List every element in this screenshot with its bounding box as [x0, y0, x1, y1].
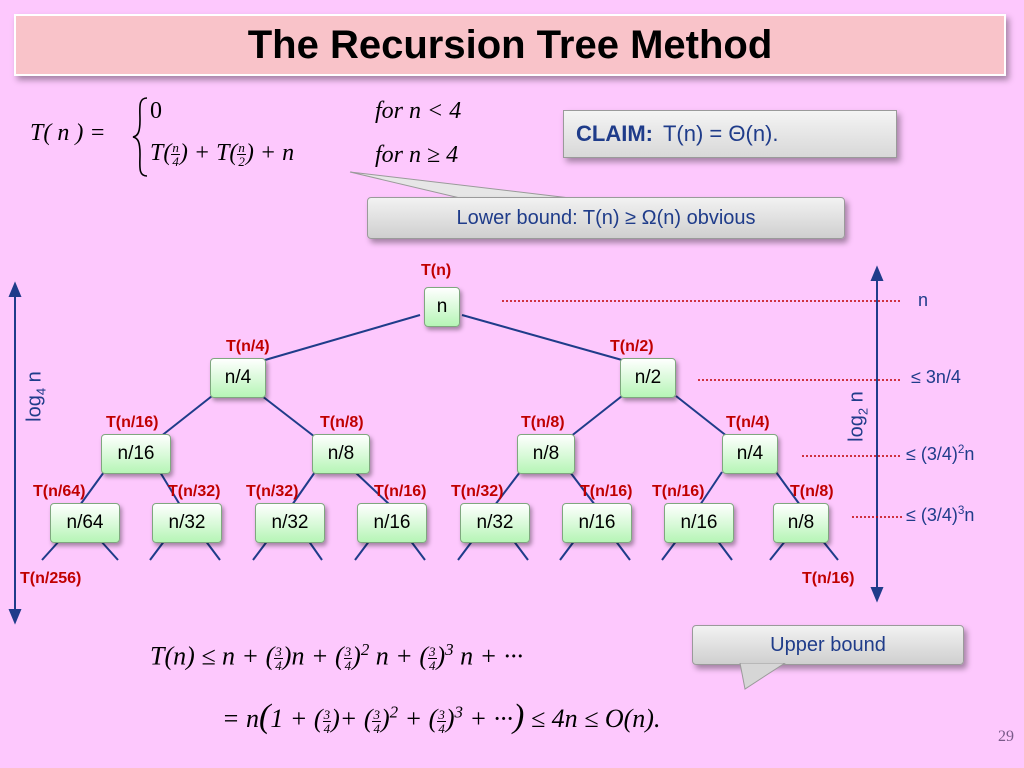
- level3-label-3: T(n/32): [246, 483, 299, 500]
- level2-label-2: T(n/8): [320, 414, 364, 431]
- level2-label-3: T(n/8): [521, 414, 565, 431]
- level-sum-2: ≤ (3/4)2n: [906, 443, 975, 464]
- claim-box: CLAIM: T(n) = Θ(n).: [563, 110, 897, 158]
- level3-label-7: T(n/16): [652, 483, 705, 500]
- brace-icon: [132, 97, 148, 177]
- case2-condition: for n ≥ 4: [375, 142, 459, 168]
- tree-node-level3-5: n/32: [460, 503, 530, 543]
- tree-node-level3-6: n/16: [562, 503, 632, 543]
- level1-label-right: T(n/2): [610, 338, 654, 355]
- claim-text: T(n) = Θ(n).: [662, 121, 779, 146]
- tree-node-level1-left: n/4: [210, 358, 266, 398]
- leaf-label-right: T(n/16): [802, 570, 855, 587]
- upper-bound-callout: Upper bound: [692, 625, 964, 665]
- tree-node-level3-8: n/8: [773, 503, 829, 543]
- level3-label-6: T(n/16): [580, 483, 633, 500]
- height-right-label: log2 n: [845, 391, 871, 442]
- case1-condition: for n < 4: [375, 98, 462, 124]
- level1-label-left: T(n/4): [226, 338, 270, 355]
- tree-node-level3-2: n/32: [152, 503, 222, 543]
- tree-node-level2-2: n/8: [312, 434, 370, 474]
- claim-label: CLAIM:: [576, 121, 653, 146]
- upper-bound-pointer: [739, 663, 786, 690]
- tree-node-level3-4: n/16: [357, 503, 427, 543]
- level2-label-1: T(n/16): [106, 414, 159, 431]
- level2-label-4: T(n/4): [726, 414, 770, 431]
- tree-node-level3-3: n/32: [255, 503, 325, 543]
- slide-title: The Recursion Tree Method: [247, 22, 773, 67]
- tree-node-level3-7: n/16: [664, 503, 734, 543]
- root-label: T(n): [421, 262, 452, 279]
- level3-label-1: T(n/64): [33, 483, 86, 500]
- tree-node-level2-1: n/16: [101, 434, 171, 474]
- level3-label-5: T(n/32): [451, 483, 504, 500]
- level-sum-1: ≤ 3n/4: [911, 367, 961, 387]
- level3-label-8: T(n/8): [790, 483, 834, 500]
- recurrence-lhs: T( n ) =: [30, 120, 106, 146]
- level3-label-2: T(n/32): [168, 483, 221, 500]
- height-left-label: log4 n: [23, 371, 49, 422]
- lower-bound-callout: Lower bound: T(n) ≥ Ω(n) obvious: [367, 197, 845, 239]
- case1-value: 0: [150, 98, 162, 124]
- level-sum-3: ≤ (3/4)3n: [906, 504, 975, 525]
- page-number: 29: [998, 728, 1014, 745]
- tree-node-root: n: [424, 287, 460, 327]
- leaf-label-left: T(n/256): [20, 570, 82, 587]
- tree-node-level1-right: n/2: [620, 358, 676, 398]
- tree-node-level3-1: n/64: [50, 503, 120, 543]
- level3-label-4: T(n/16): [374, 483, 427, 500]
- title-bar: The Recursion Tree Method: [14, 14, 1006, 76]
- tree-node-level2-4: n/4: [722, 434, 778, 474]
- level-sum-0: n: [918, 290, 929, 310]
- tree-node-level2-3: n/8: [517, 434, 575, 474]
